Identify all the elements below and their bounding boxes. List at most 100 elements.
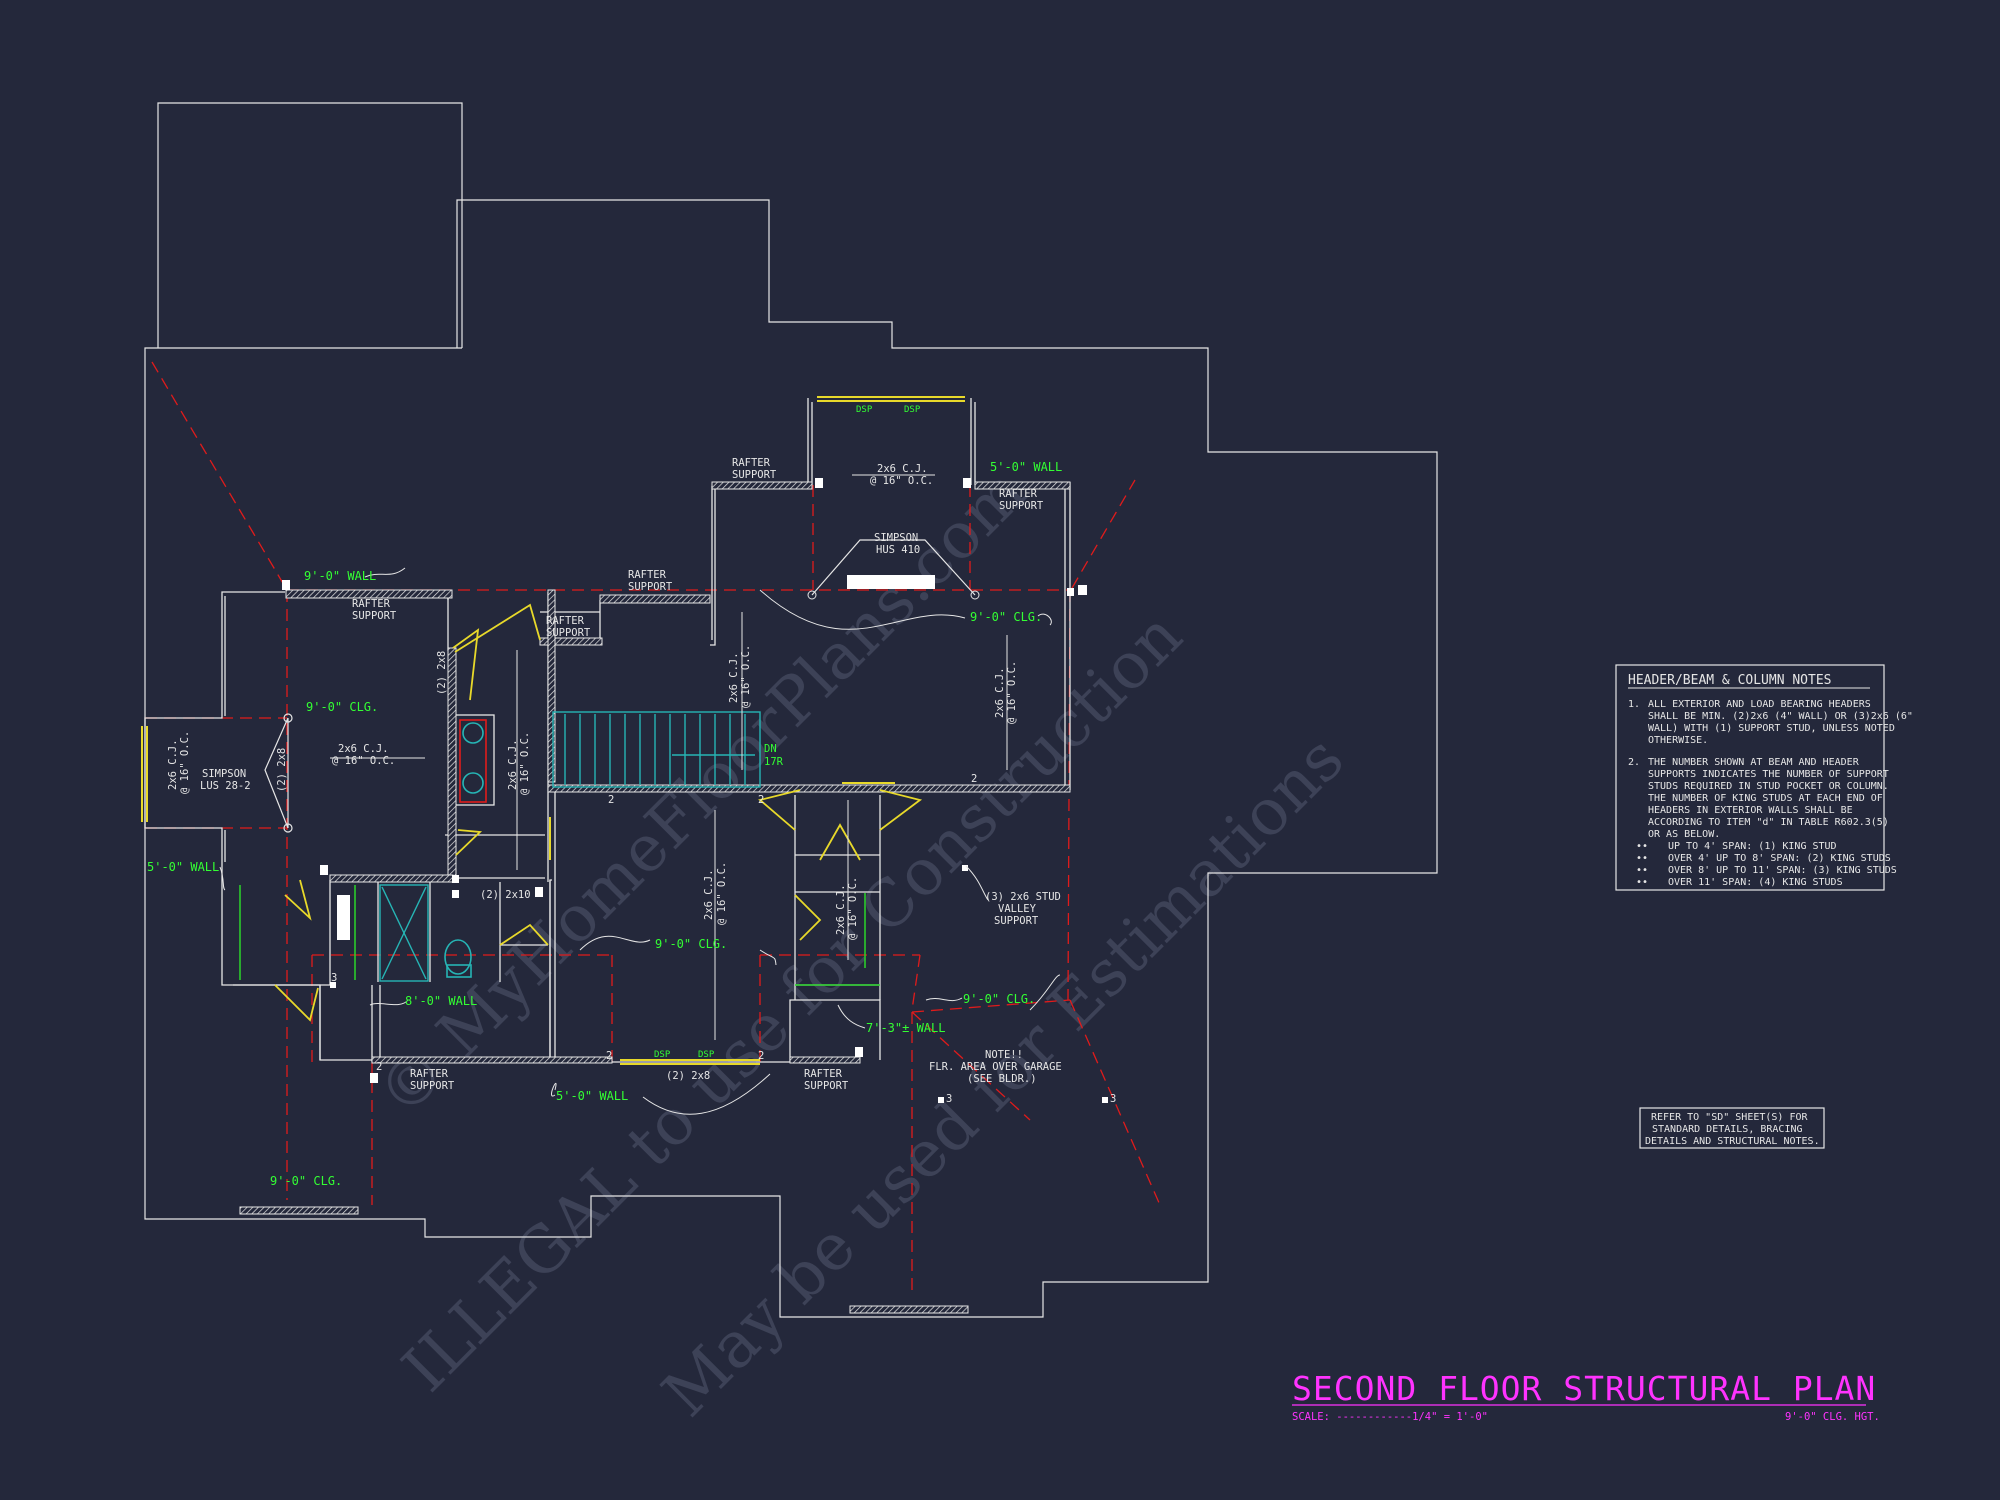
- ceiling-joist-label: @ 16" O.C.: [332, 755, 395, 767]
- notes-line: SUPPORTS INDICATES THE NUMBER OF SUPPORT: [1648, 769, 1889, 780]
- wall-height-label: 5'-0" WALL: [556, 1089, 628, 1103]
- title-block: SECOND FLOOR STRUCTURAL PLAN SCALE: ----…: [1292, 1369, 1880, 1423]
- notes-line: HEADERS IN EXTERIOR WALLS SHALL BE: [1648, 805, 1853, 816]
- rafter-support-label: SUPPORT: [628, 581, 673, 593]
- header-beam-notes: HEADER/BEAM & COLUMN NOTES 1. ALL EXTERI…: [1615, 664, 1913, 891]
- wall-height-label: 9'-0" WALL: [304, 569, 376, 583]
- rafter-support-label: SUPPORT: [410, 1080, 455, 1092]
- notes-line: SHALL BE MIN. (2)2x6 (4" WALL) OR (3)2x6…: [1648, 711, 1913, 722]
- notes-line: THE NUMBER SHOWN AT BEAM AND HEADER: [1648, 757, 1860, 768]
- notes-line: OR AS BELOW.: [1648, 829, 1720, 840]
- doors: [274, 603, 923, 1022]
- valley-support-label: VALLEY: [998, 903, 1037, 915]
- garage-note: (SEE BLDR.): [967, 1073, 1037, 1085]
- rafter-support-label: RAFTER: [410, 1068, 449, 1080]
- stud-count: 2: [608, 794, 614, 806]
- rafter-support-label: SUPPORT: [804, 1080, 849, 1092]
- dsp-label: DSP: [698, 1050, 715, 1060]
- dsp-label: DSP: [856, 405, 873, 415]
- rafter-support-label: RAFTER: [628, 569, 667, 581]
- refer-line: DETAILS AND STRUCTURAL NOTES.: [1645, 1136, 1820, 1147]
- ceiling-joist-label: @ 16" O.C.: [1006, 661, 1018, 724]
- ceiling-height-label: 9'-0" CLG.: [270, 1174, 342, 1188]
- notes-bullet: UP TO 4' SPAN: (1) KING STUD: [1668, 841, 1837, 852]
- stair-risers-label: 17R: [764, 756, 784, 768]
- garage-note: FLR. AREA OVER GARAGE: [929, 1061, 1062, 1073]
- notes-bullet: OVER 8' UP TO 11' SPAN: (3) KING STUDS: [1668, 865, 1897, 876]
- stud-count: 2: [606, 1050, 612, 1062]
- beam-block-bathroom: [337, 895, 350, 940]
- header-label: (2) 2x10: [480, 889, 531, 901]
- notes-line: STUDS REQUIRED IN STUD POCKET OR COLUMN.: [1648, 781, 1889, 792]
- notes-bullet-icon: ••: [1636, 865, 1648, 876]
- ceiling-height-label: 9'-0" CLG.: [963, 992, 1035, 1006]
- bathroom-fixtures: [444, 719, 487, 978]
- notes-line: WALL) WITH (1) SUPPORT STUD, UNLESS NOTE…: [1648, 723, 1895, 734]
- wall-height-label: 5'-0" WALL: [990, 460, 1062, 474]
- simpson-hus-beam: [807, 539, 980, 600]
- leader-lines: [219, 567, 1061, 1115]
- ceiling-joist-label: @ 16" O.C.: [870, 475, 933, 487]
- simpson-lus-beam: [264, 713, 293, 833]
- stud-count: 2: [758, 794, 764, 806]
- stair-down-label: DN: [764, 743, 777, 755]
- rafter-support-label: SUPPORT: [546, 627, 591, 639]
- notes-bullet-icon: ••: [1636, 841, 1648, 852]
- garage-note: NOTE!!: [985, 1049, 1023, 1061]
- ceiling-height-note: 9'-0" CLG. HGT.: [1785, 1411, 1880, 1423]
- notes-bullet: OVER 4' UP TO 8' SPAN: (2) KING STUDS: [1668, 853, 1891, 864]
- notes-item-number: 2.: [1628, 757, 1640, 768]
- drawing-scale: SCALE: ------------1/4" = 1'-0": [1292, 1411, 1488, 1423]
- span-arrows: [330, 474, 1008, 1040]
- refer-line: STANDARD DETAILS, BRACING: [1652, 1124, 1803, 1135]
- valley-support-label: SUPPORT: [994, 915, 1039, 927]
- rafter-support-label: RAFTER: [999, 488, 1038, 500]
- header-label: (2) 2x8: [436, 651, 448, 695]
- ceiling-joist-label: 2x6 C.J.: [338, 743, 389, 755]
- rafter-support-label: SUPPORT: [999, 500, 1044, 512]
- wall-height-label: 5'-0" WALL: [147, 860, 219, 874]
- notes-title: HEADER/BEAM & COLUMN NOTES: [1628, 673, 1832, 688]
- rafter-support-label: SUPPORT: [732, 469, 777, 481]
- ceiling-joist-label: @ 16" O.C.: [740, 645, 752, 708]
- simpson-hus-label: HUS 410: [876, 544, 920, 556]
- stairs: [379, 711, 761, 982]
- notes-bullet-icon: ••: [1636, 853, 1648, 864]
- notes-line: THE NUMBER OF KING STUDS AT EACH END OF: [1648, 793, 1883, 804]
- stud-count: 2: [376, 1061, 382, 1073]
- support-columns: [282, 478, 1108, 1103]
- dsp-label: DSP: [654, 1050, 671, 1060]
- ceiling-height-label: 9'-0" CLG.: [655, 937, 727, 951]
- ceiling-joist-label: 2x6 C.J.: [835, 884, 847, 935]
- ceiling-joist-label: 2x6 C.J.: [728, 652, 740, 703]
- notes-item-number: 1.: [1628, 699, 1640, 710]
- stud-count: 3: [946, 1093, 952, 1105]
- rafter-support-label: RAFTER: [732, 457, 771, 469]
- ceiling-height-label: 9'-0" CLG.: [970, 610, 1042, 624]
- valley-support-label: (3) 2x6 STUD: [985, 891, 1061, 903]
- rafter-support-label: RAFTER: [546, 615, 585, 627]
- wall-height-label: 8'-0" WALL: [405, 994, 477, 1008]
- ceiling-joist-label: 2x6 C.J.: [877, 463, 928, 475]
- stud-count: 2: [758, 1050, 764, 1062]
- header-label: (2) 2x8: [276, 748, 288, 792]
- ceiling-joist-label: 2x6 C.J.: [167, 739, 179, 790]
- notes-bullet: OVER 11' SPAN: (4) KING STUDS: [1668, 877, 1843, 888]
- structural-labels: DSP DSP DSP DSP RAFTER SUPPORT RAFTER SU…: [167, 405, 1116, 1105]
- stud-count: 3: [331, 972, 337, 984]
- rafter-support-label: RAFTER: [352, 598, 391, 610]
- notes-line: ACCORDING TO ITEM "d" IN TABLE R602.3(5): [1648, 817, 1889, 828]
- rafter-support-label: SUPPORT: [352, 610, 397, 622]
- rafter-support-label: RAFTER: [804, 1068, 843, 1080]
- drawing-title: SECOND FLOOR STRUCTURAL PLAN: [1292, 1369, 1876, 1408]
- refer-note-box: REFER TO "SD" SHEET(S) FOR STANDARD DETA…: [1639, 1107, 1825, 1149]
- hatched-walls: [239, 481, 1071, 1314]
- ceiling-joist-label: @ 16" O.C.: [519, 732, 531, 795]
- ceiling-joist-label: @ 16" O.C.: [716, 862, 728, 925]
- ceiling-joist-label: 2x6 C.J.: [507, 739, 519, 790]
- notes-line: ALL EXTERIOR AND LOAD BEARING HEADERS: [1648, 699, 1871, 710]
- wall-height-label: 7'-3"± WALL: [866, 1021, 945, 1035]
- ceiling-joist-label: @ 16" O.C.: [179, 731, 191, 794]
